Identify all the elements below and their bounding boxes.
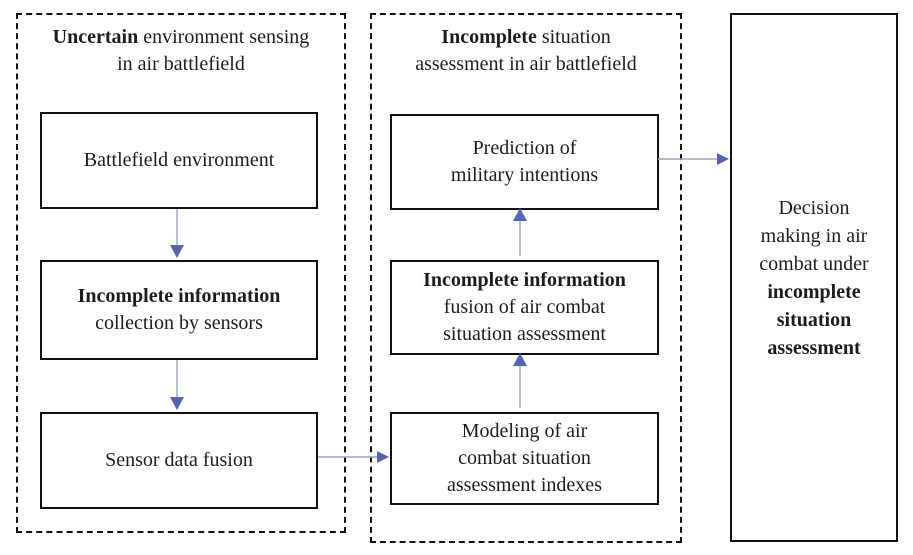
title-line-1: Uncertain environment sensing <box>18 24 344 51</box>
node-label: Modeling of air <box>461 420 588 442</box>
node-label: Prediction of <box>472 137 577 159</box>
node-label: fusion of air combat <box>443 296 606 318</box>
node-label: assessment indexes <box>447 474 602 496</box>
node-label: situation assessment <box>443 323 606 345</box>
title-bold-word: Incomplete <box>441 26 537 48</box>
title-rest: situation <box>536 26 611 48</box>
node-label: Decision <box>778 196 850 219</box>
node-modeling-indexes: Modeling of air combat situation assessm… <box>390 412 659 505</box>
node-label: combat under <box>759 252 869 275</box>
node-intention-prediction: Prediction of military intentions <box>390 114 659 210</box>
node-label-bold: Incomplete information <box>423 269 626 291</box>
node-label: Battlefield environment <box>83 149 275 171</box>
node-label: combat situation <box>458 447 591 469</box>
node-label-bold: incomplete <box>767 280 861 303</box>
node-label-bold: situation <box>776 308 852 331</box>
panel-environment-sensing: Uncertain environment sensing in air bat… <box>16 13 346 533</box>
panel-environment-sensing-title: Uncertain environment sensing in air bat… <box>18 24 344 78</box>
node-label: Sensor data fusion <box>105 449 253 471</box>
node-sensor-data-fusion: Sensor data fusion <box>40 412 318 509</box>
title-line-1: Incomplete situation <box>372 24 680 51</box>
panel-situation-assessment-title: Incomplete situation assessment in air b… <box>372 24 680 78</box>
node-label: military intentions <box>450 164 599 186</box>
panel-situation-assessment: Incomplete situation assessment in air b… <box>370 13 682 543</box>
node-information-fusion: Incomplete information fusion of air com… <box>390 260 659 355</box>
title-line-2: in air battlefield <box>117 53 245 75</box>
node-information-collection: Incomplete information collection by sen… <box>40 260 318 360</box>
title-line-2: assessment in air battlefield <box>415 53 637 75</box>
title-rest: environment sensing <box>138 26 310 48</box>
node-label-bold: Incomplete information <box>77 285 281 307</box>
node-label: collection by sensors <box>95 312 263 334</box>
node-decision-making: Decision making in air combat under inco… <box>730 13 898 542</box>
node-label-bold: assessment <box>767 336 861 359</box>
node-label: making in air <box>760 224 868 247</box>
title-bold-word: Uncertain <box>52 26 139 48</box>
node-battlefield-environment: Battlefield environment <box>40 112 318 209</box>
